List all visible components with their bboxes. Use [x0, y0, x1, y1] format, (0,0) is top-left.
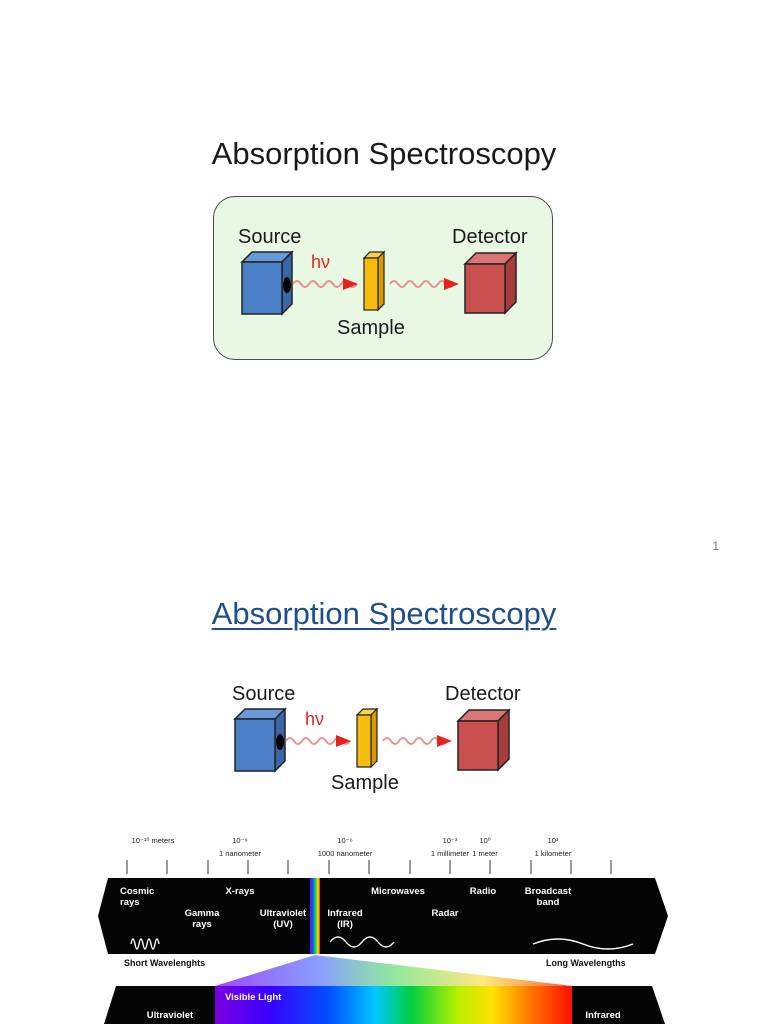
arrow-1-icon: [336, 735, 351, 747]
slide1-title: Absorption Spectroscopy: [211, 136, 557, 171]
detector-cube-icon: [456, 708, 511, 772]
source-label: Source: [238, 226, 302, 248]
page-number: 1: [712, 539, 719, 553]
visible-spectrum: [215, 986, 572, 1024]
scale-label-5: 10⁰: [479, 836, 491, 845]
detector-label: Detector: [452, 226, 528, 248]
scale-sub-label-2: 1 nanometer: [218, 849, 262, 858]
detector-cube-icon: [463, 251, 518, 315]
band-gamma-rays: Gamma rays: [184, 908, 220, 930]
ir-wave-icon: [329, 936, 395, 948]
band-radar: Radar: [431, 908, 459, 919]
long-wavelengths-label: Long Wavelengths: [546, 958, 626, 968]
sample-slab-icon: [355, 707, 379, 769]
source-label-2: Source: [232, 683, 296, 705]
ultraviolet-label: Ultraviolet: [146, 1010, 194, 1021]
short-wave-icon: [130, 938, 160, 950]
sample-label: Sample: [337, 317, 405, 339]
arrow-1-icon: [343, 278, 358, 290]
scale-label-2: 10⁻⁹: [232, 836, 248, 845]
sample-slab-icon: [362, 250, 386, 312]
source-cube-icon: [233, 707, 287, 773]
long-wave-icon: [532, 938, 634, 950]
band-ultraviolet: Ultraviolet (UV): [259, 908, 307, 930]
source-cube-icon: [240, 250, 294, 316]
band-broadcast: Broadcast band: [524, 886, 572, 908]
visible-slit: [310, 878, 320, 954]
arrow-2-icon: [444, 278, 459, 290]
scale-sub-label-5: 1 meter: [472, 849, 498, 858]
band-infrared: Infrared (IR): [327, 908, 363, 930]
photon-label: hν: [311, 252, 331, 272]
absorption-setup-diagram: [240, 250, 518, 316]
scale-label-4: 10⁻³: [442, 836, 458, 845]
detector-label-2: Detector: [445, 683, 521, 705]
arrow-2-icon: [437, 735, 452, 747]
infrared-label: Infrared: [585, 1010, 621, 1021]
em-spectrum-figure: [98, 860, 668, 1024]
band-microwaves: Microwaves: [371, 886, 425, 897]
absorption-setup-diagram-2: [233, 707, 511, 773]
band-cosmic-rays: Cosmic rays: [120, 886, 155, 908]
scale-ticks: [126, 860, 612, 874]
band-x-rays: X-rays: [225, 886, 255, 897]
slide2-title: Absorption Spectroscopy: [211, 596, 557, 631]
scale-label-1: 10⁻¹⁰ meters: [131, 836, 175, 845]
scale-label-3: 10⁻⁶: [337, 836, 353, 845]
photon-wave-2: [389, 280, 455, 288]
sample-label-2: Sample: [331, 772, 399, 794]
scale-sub-label-3: 1000 nanometer: [317, 849, 373, 858]
band-radio: Radio: [469, 886, 497, 897]
spectrum-band-upper: [98, 878, 668, 954]
photon-label-2: hν: [305, 709, 325, 729]
short-wavelengths-label: Short Wavelenghts: [124, 958, 206, 968]
scale-label-6: 10³: [547, 836, 559, 845]
photon-wave-2: [382, 737, 448, 745]
scale-sub-label-4: 1 millimeter: [430, 849, 470, 858]
dispersion-fan: [215, 955, 572, 986]
visible-light-label: Visible Light: [225, 992, 282, 1003]
scale-sub-label-6: 1 kilometer: [534, 849, 572, 858]
